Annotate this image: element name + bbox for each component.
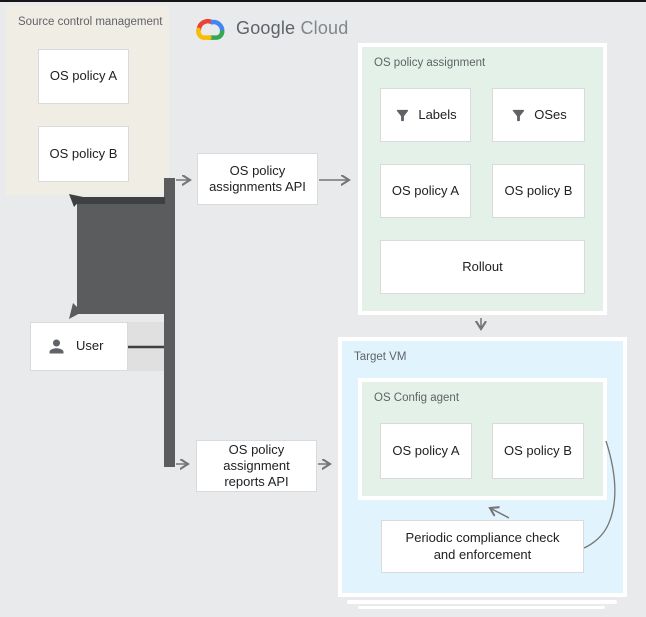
labels-filter-box: Labels [380,88,471,142]
vm-stack-line-2 [358,606,605,609]
user-box-shadow [128,322,164,371]
source-os-policy-a-label: OS policy A [49,68,118,84]
oses-filter-box: OSes [492,88,585,142]
pipe-arrowhead-down [69,303,82,319]
oses-filter-label: OSes [534,106,567,122]
pipe-arrowhead-up [69,194,83,207]
target-vm-label: Target VM [354,351,407,363]
os-policy-assignments-api-label: OS policy assignments API [209,162,306,194]
os-config-agent-group: OS Config agent OS policy A OS policy B [358,378,607,500]
assignment-os-policy-b-box: OS policy B [492,164,585,218]
agent-os-policy-b-label: OS policy B [504,442,572,458]
person-icon [49,339,64,354]
google-cloud-icon [196,18,225,40]
source-os-policy-a-box: OS policy A [38,49,129,104]
os-config-agent-label: OS Config agent [374,392,460,404]
assignment-os-policy-b-label: OS policy B [504,182,573,198]
user-box: User [30,322,128,371]
assignment-os-policy-a-label: OS policy A [391,182,460,198]
google-cloud-logo: Google Cloud [191,14,348,43]
os-policy-assignment-reports-api-box: OS policy assignment reports API [196,440,317,492]
os-policy-assignments-api-box: OS policy assignments API [197,153,318,205]
labels-filter-label: Labels [418,106,457,122]
target-vm-group: Target VM OS Config agent OS policy A OS… [338,337,627,597]
rollout-label: Rollout [462,258,503,274]
assignment-os-policy-a-box: OS policy A [380,164,471,218]
periodic-compliance-label: Periodic compliance check and enforcemen… [405,530,560,562]
agent-os-policy-a-box: OS policy A [380,423,472,479]
logo-text-google: Google [236,18,296,38]
filter-icon [513,109,525,121]
os-policy-assignment-label: OS policy assignment [374,57,486,69]
rollout-box: Rollout [380,240,585,294]
agent-os-policy-b-box: OS policy B [492,423,584,479]
source-os-policy-b-label: OS policy B [49,145,118,161]
user-label: User [76,338,104,354]
os-policy-assignment-reports-api-label: OS policy assignment reports API [223,441,290,490]
source-control-label: Source control management [18,16,163,28]
agent-os-policy-a-label: OS policy A [392,442,460,458]
logo-text-cloud: Cloud [300,18,349,38]
google-cloud-wordmark: Google Cloud [236,18,348,39]
os-policy-assignment-group: OS policy assignment Labels OSes OS poli… [358,43,607,315]
vm-stack-line-1 [347,600,617,604]
top-border-line [0,0,646,2]
periodic-compliance-box: Periodic compliance check and enforcemen… [381,520,584,573]
source-control-group: Source control management OS policy A OS… [6,6,169,195]
source-os-policy-b-box: OS policy B [38,126,129,182]
filter-icon [397,109,409,121]
